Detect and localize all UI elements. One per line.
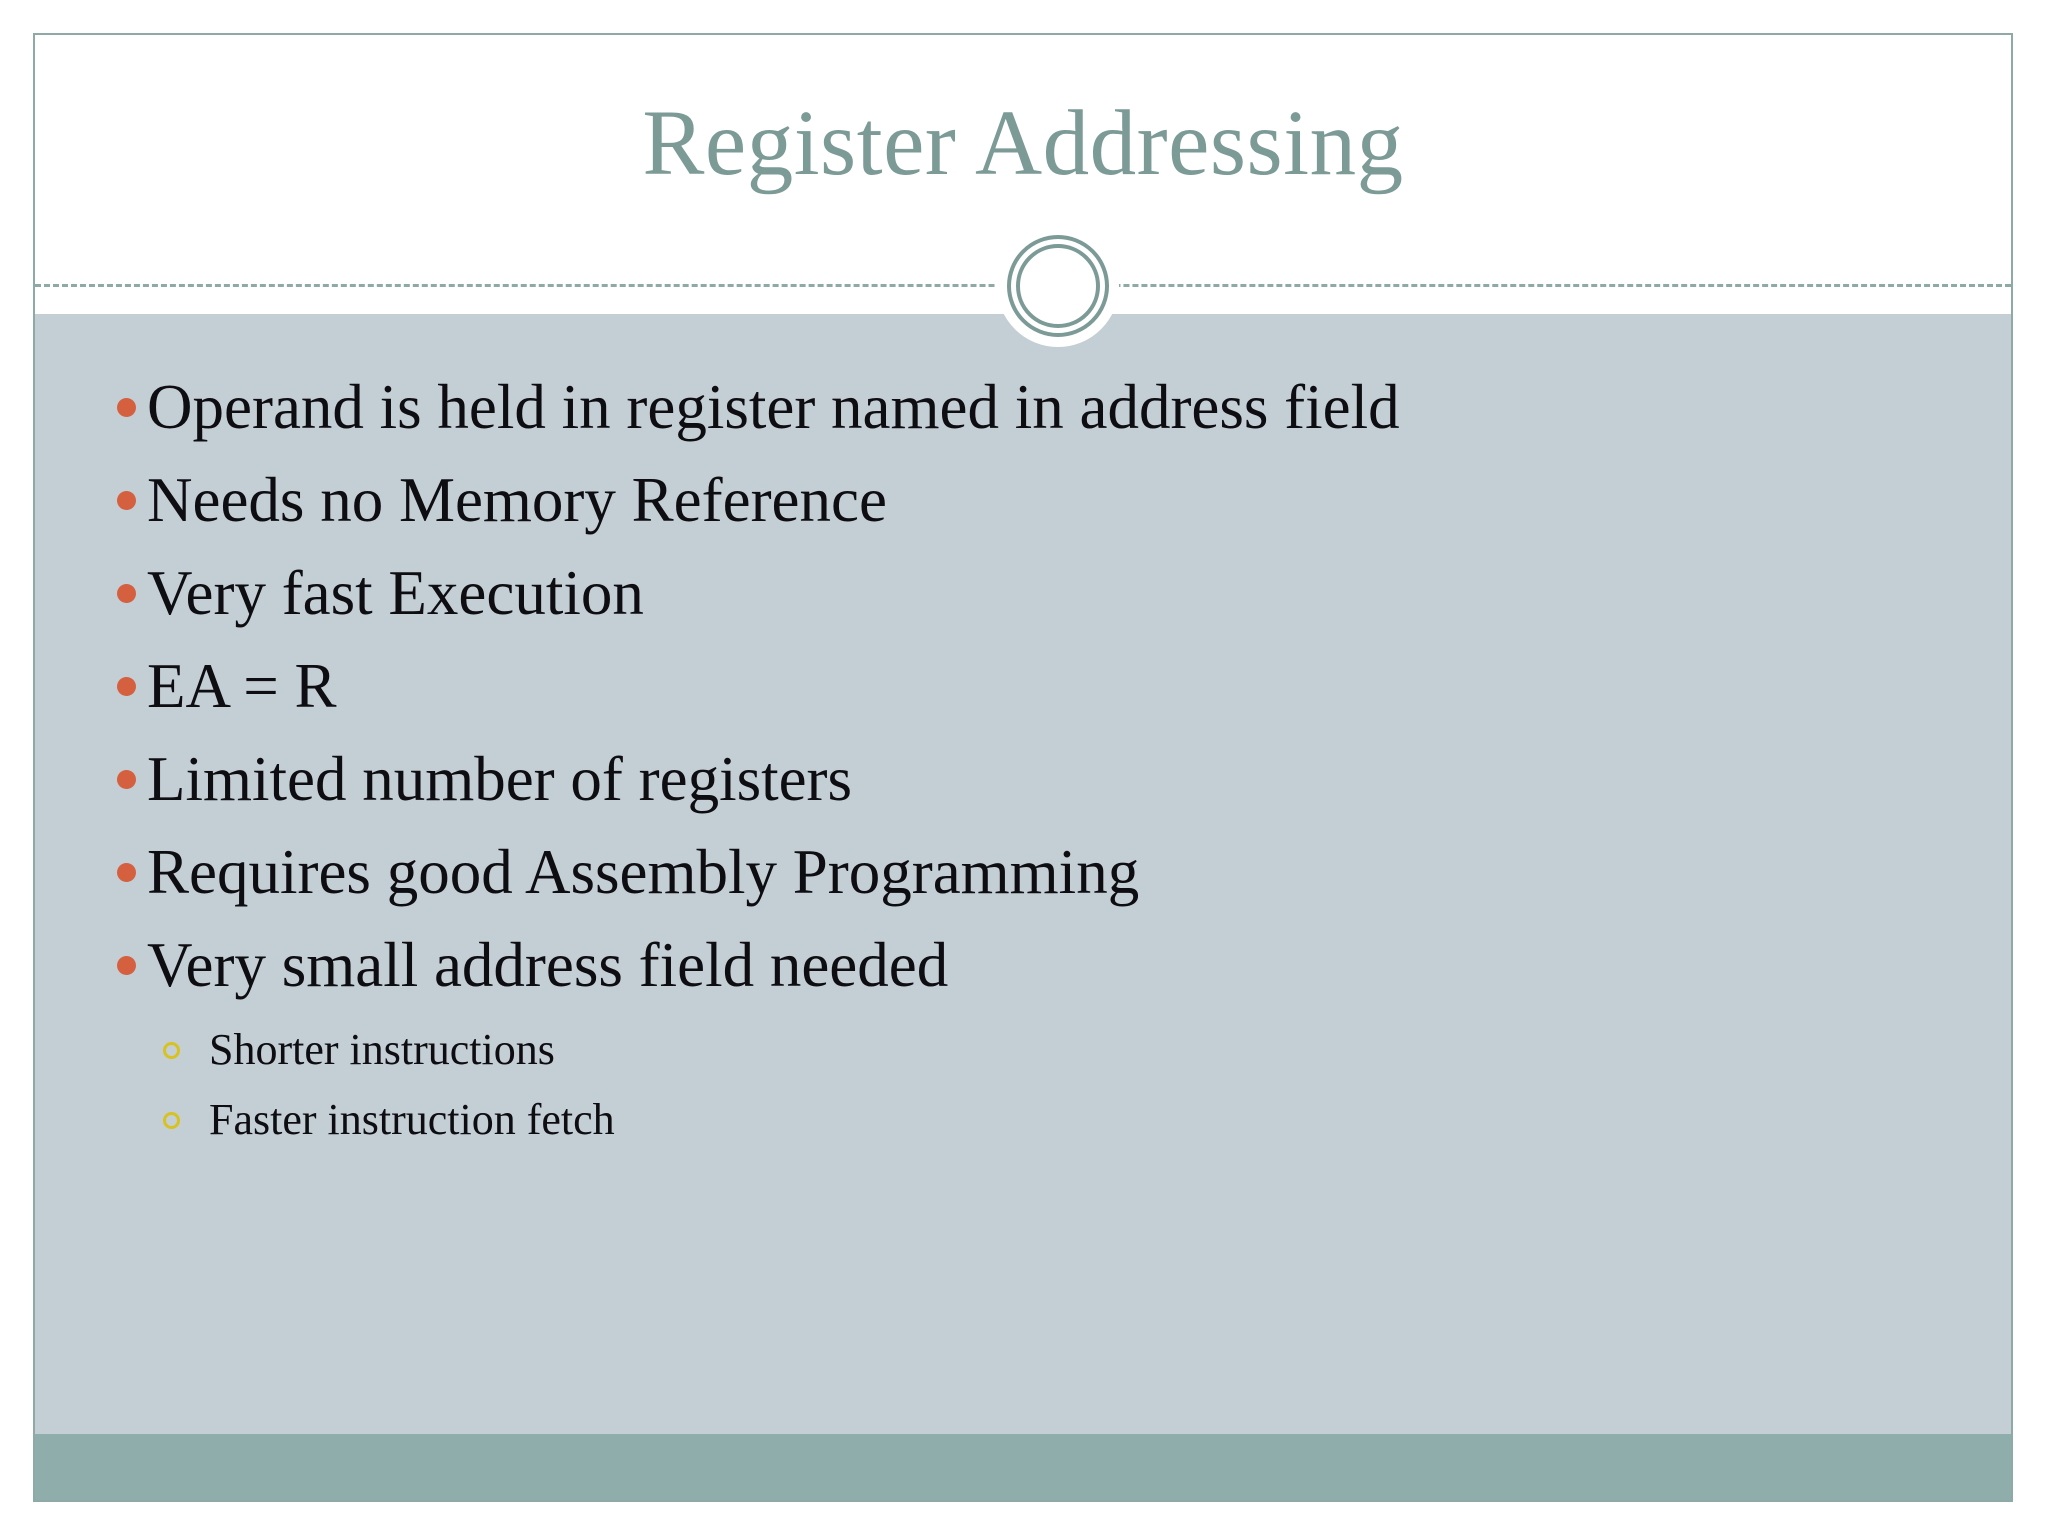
bullet-marker-icon — [95, 463, 147, 537]
presentation-slide: Register Addressing Operand is held in r… — [33, 33, 2013, 1502]
sub-list-item: Faster instruction fetch — [95, 1091, 1955, 1161]
list-item-label: Very fast Execution — [147, 558, 644, 628]
circle-outer-ring — [1007, 235, 1109, 337]
list-item: Limited number of registers — [95, 742, 1955, 835]
list-item-label: Operand is held in register named in add… — [147, 372, 1400, 442]
bullet-marker-icon — [95, 370, 147, 444]
list-item-label: Very small address field needed — [147, 930, 949, 1000]
page-title: Register Addressing — [642, 92, 1404, 195]
list-item-label: Requires good Assembly Programming — [147, 837, 1140, 907]
list-item: Very fast Execution — [95, 556, 1955, 649]
sub-list-item-label: Shorter instructions — [209, 1025, 555, 1074]
list-item: Operand is held in register named in add… — [95, 370, 1955, 463]
sub-bullet-marker-icon — [95, 1021, 201, 1079]
sub-bullet-marker-icon — [95, 1091, 201, 1149]
bottom-accent-bar — [35, 1434, 2011, 1500]
bullet-marker-icon — [95, 928, 147, 1002]
bullet-marker-icon — [95, 742, 147, 816]
sub-list-item-label: Faster instruction fetch — [209, 1095, 615, 1144]
list-item: Requires good Assembly Programming — [95, 835, 1955, 928]
body-panel — [35, 314, 2011, 1434]
list-item-label: Limited number of registers — [147, 744, 853, 814]
list-item-label: EA = R — [147, 651, 337, 721]
bullet-marker-icon — [95, 835, 147, 909]
title-band: Register Addressing — [35, 35, 2011, 283]
bullet-marker-icon — [95, 649, 147, 723]
double-ring-circle-icon — [977, 205, 1139, 367]
list-item: Needs no Memory Reference — [95, 463, 1955, 556]
sub-list-item: Shorter instructions — [95, 1021, 1955, 1091]
circle-inner-ring — [1016, 244, 1100, 328]
list-item-label: Needs no Memory Reference — [147, 465, 887, 535]
list-item: EA = R — [95, 649, 1955, 742]
bullet-list: Operand is held in register named in add… — [95, 370, 1955, 1161]
bullet-marker-icon — [95, 556, 147, 630]
list-item: Very small address field needed — [95, 928, 1955, 1021]
